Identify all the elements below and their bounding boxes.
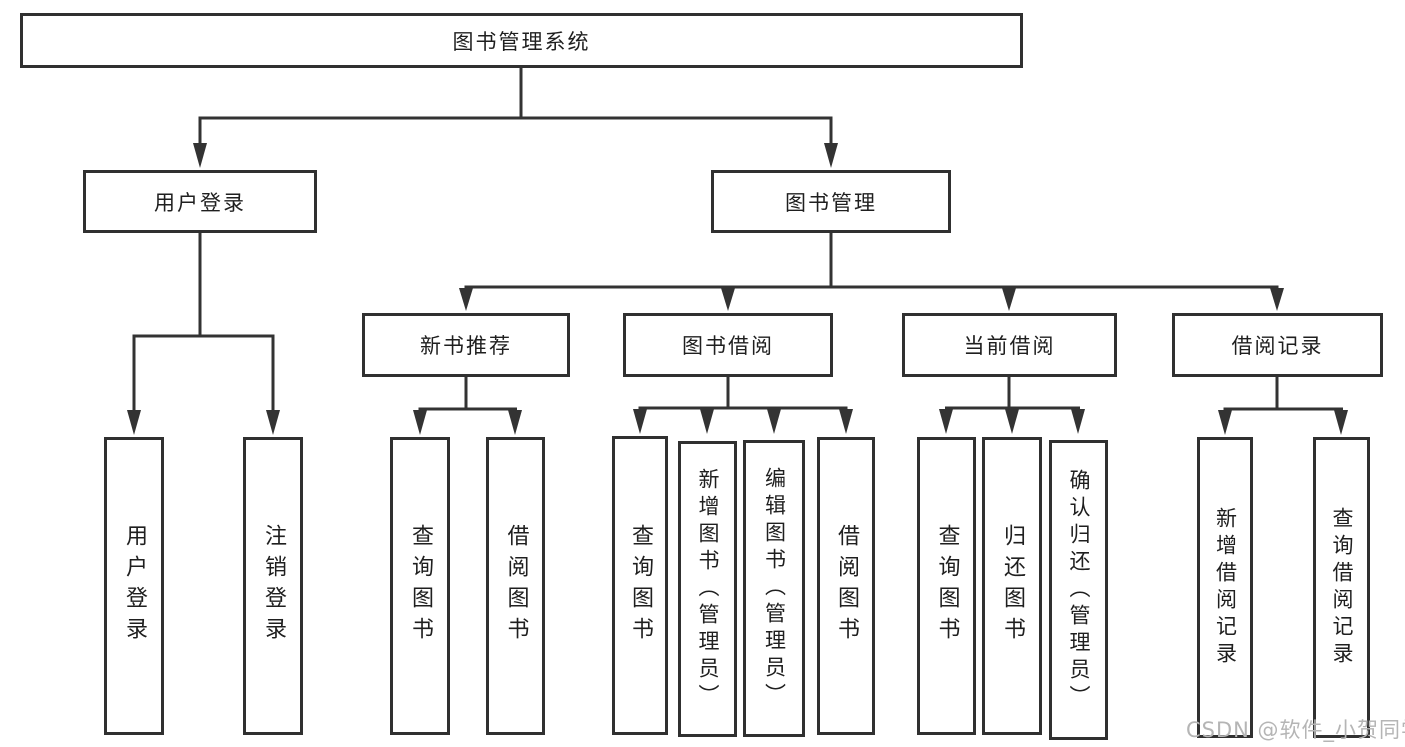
node-borrow-record: 借阅记录 xyxy=(1172,313,1383,377)
leaf-edit-book-admin: 编辑图书（管理员） xyxy=(743,440,805,737)
leaf-query-books-3: 查询图书 xyxy=(917,437,976,735)
leaf-borrow-books-2: 借阅图书 xyxy=(817,437,875,735)
node-label: 查询图书 xyxy=(628,523,653,648)
leaf-confirm-return-admin: 确认归还（管理员） xyxy=(1049,440,1108,740)
leaf-query-books-2: 查询图书 xyxy=(612,436,668,735)
node-label: 图书借阅 xyxy=(682,334,774,358)
node-label: 归还图书 xyxy=(1000,524,1025,648)
node-label: 借阅图书 xyxy=(834,524,859,648)
node-label: 编辑图书（管理员） xyxy=(762,467,787,710)
node-label: 新增图书（管理员） xyxy=(696,467,720,711)
node-label: 新书推荐 xyxy=(420,334,512,358)
node-label: 借阅图书 xyxy=(503,524,529,648)
leaf-return-books: 归还图书 xyxy=(982,437,1042,735)
node-label: 当前借阅 xyxy=(963,334,1056,358)
node-label: 借阅记录 xyxy=(1231,334,1324,358)
node-user-login: 用户登录 xyxy=(83,170,317,233)
node-label: 查询图书 xyxy=(934,524,960,648)
node-label: 查询借阅记录 xyxy=(1330,506,1354,669)
node-label: 确认归还（管理员） xyxy=(1067,468,1091,712)
node-book-management: 图书管理 xyxy=(711,170,951,233)
node-label: 查询图书 xyxy=(408,524,433,648)
node-book-borrow: 图书借阅 xyxy=(623,313,833,377)
leaf-query-borrow-record: 查询借阅记录 xyxy=(1313,437,1370,738)
node-label: 新增借阅记录 xyxy=(1213,506,1238,669)
node-label: 图书管理 xyxy=(785,190,877,215)
leaf-add-book-admin: 新增图书（管理员） xyxy=(678,441,737,737)
leaf-query-books-1: 查询图书 xyxy=(390,437,450,735)
node-label: 注销登录 xyxy=(261,524,286,648)
leaf-borrow-books-1: 借阅图书 xyxy=(486,437,545,735)
node-label: 用户登录 xyxy=(122,524,147,648)
leaf-add-borrow-record: 新增借阅记录 xyxy=(1197,437,1253,738)
node-label: 图书管理系统 xyxy=(452,29,591,54)
leaf-logout: 注销登录 xyxy=(243,437,303,735)
node-new-book-recommend: 新书推荐 xyxy=(362,313,570,377)
node-library-management-system: 图书管理系统 xyxy=(20,13,1023,68)
arrowheads xyxy=(127,143,1348,435)
node-label: 用户登录 xyxy=(154,190,246,215)
leaf-user-login: 用户登录 xyxy=(104,437,164,735)
node-current-borrow: 当前借阅 xyxy=(902,313,1117,377)
